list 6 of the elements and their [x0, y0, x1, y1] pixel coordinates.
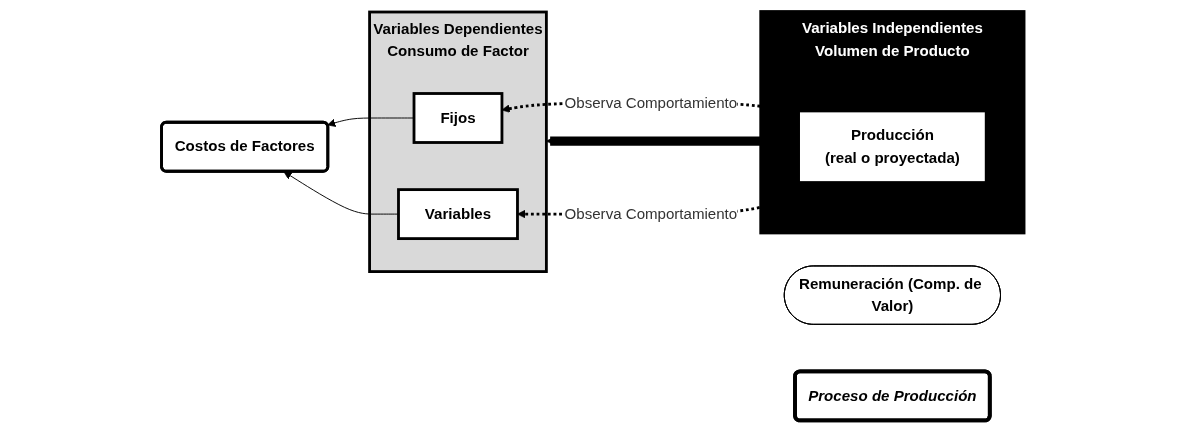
- arrow: [546, 136, 761, 146]
- edge-label: Observa Comportamiento: [564, 94, 738, 111]
- node-box: Fijos: [412, 92, 504, 144]
- node-box: Producción (real o proyectada): [797, 109, 988, 184]
- edge-label: Observa Comportamiento: [564, 205, 738, 222]
- node-box: Variables: [397, 188, 520, 240]
